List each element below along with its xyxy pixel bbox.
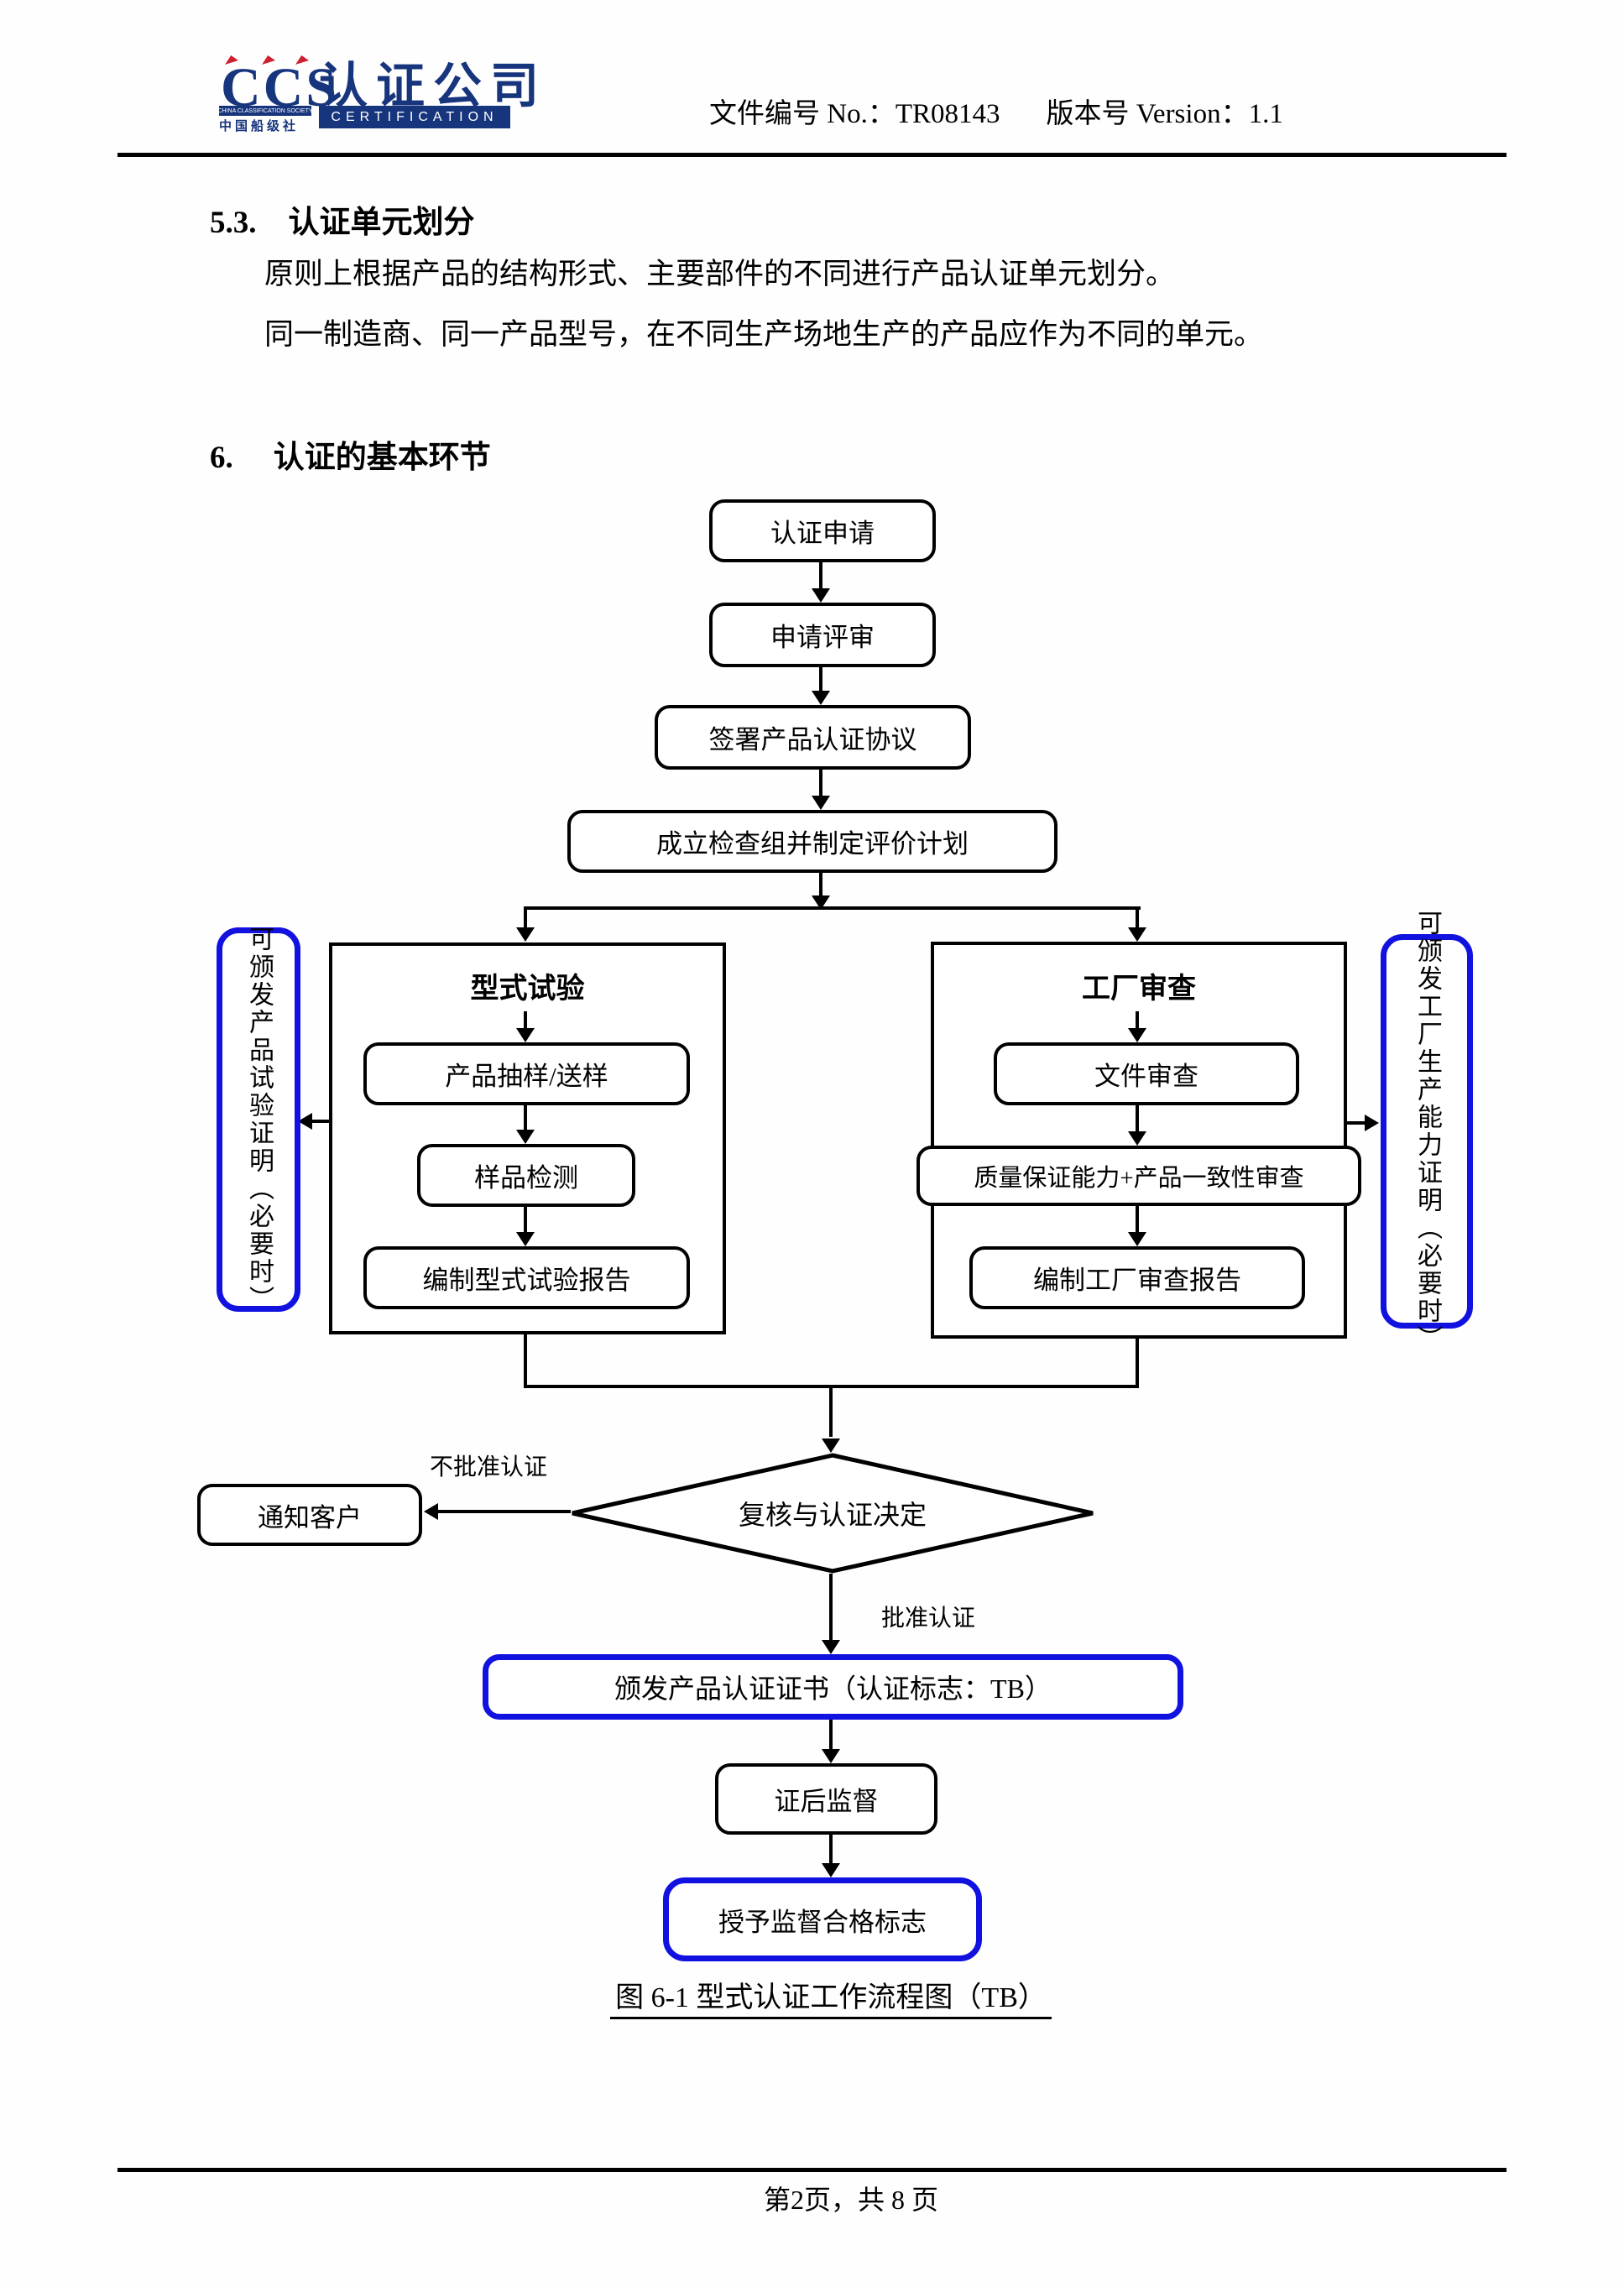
section-5-3-heading: 5.3. 认证单元划分: [210, 196, 475, 242]
flowchart-node-sampling: 产品抽样/送样: [363, 1042, 690, 1105]
connector-line: [524, 1105, 527, 1131]
connector-line: [819, 873, 822, 896]
connector-line: [312, 1120, 329, 1123]
connector-line: [829, 1835, 833, 1865]
logo-company-cn: 认证公司: [319, 59, 548, 113]
connector-line: [1347, 1121, 1366, 1125]
arrow-down-icon: [516, 1232, 535, 1246]
flowchart-node-setup-team: 成立检查组并制定评价计划: [567, 810, 1057, 873]
flowchart-node-sample-testing: 样品检测: [417, 1144, 635, 1207]
connector-line: [524, 906, 527, 928]
connector-line: [1136, 1105, 1139, 1133]
right-certificate-text: 可颁发工厂生产能力证明（必要时）: [1413, 910, 1441, 1353]
connector-line: [438, 1510, 571, 1513]
flowchart-node-factory-audit-report: 编制工厂审查报告: [969, 1246, 1305, 1309]
arrow-down-icon: [822, 1439, 840, 1453]
logo-society-en: CHINA CLASSIFICATION SOCIETY: [219, 106, 311, 116]
connector-line: [829, 1720, 833, 1751]
flowchart-node-application-review: 申请评审: [709, 603, 936, 667]
section-6-number: 6.: [210, 441, 233, 475]
flowchart-node-post-cert-supervision: 证后监督: [715, 1763, 937, 1835]
arrow-down-icon: [812, 588, 830, 603]
arrow-down-icon: [516, 1130, 535, 1144]
arrow-down-icon: [1128, 927, 1146, 942]
connector-line: [819, 770, 822, 797]
flowchart-node-right-certificate: 可颁发工厂生产能力证明（必要时）: [1381, 910, 1473, 1353]
arrow-down-icon: [822, 1640, 840, 1654]
paragraph: 同一制造商、同一产品型号，在不同生产场地生产的产品应作为不同的单元。: [264, 318, 1264, 351]
label-approved: 批准认证: [881, 1606, 976, 1632]
connector-line: [524, 1011, 527, 1031]
section-6-title: 认证的基本环节: [273, 441, 491, 475]
flowchart-title-factory-audit: 工厂审查: [1082, 974, 1196, 1005]
flowchart-node-qa-consistency-audit: 质量保证能力+产品一致性审查: [916, 1146, 1361, 1206]
connector-line: [1136, 906, 1139, 928]
logo-red-flag-icon: [295, 55, 309, 65]
arrow-left-icon: [298, 1113, 312, 1130]
page-number: 第2页，共 8 页: [763, 2185, 938, 2215]
flowchart-node-apply: 认证申请: [709, 499, 936, 562]
doc-number: 文件编号 No.：TR08143: [709, 99, 1000, 129]
left-certificate-text: 可颁发产品试验证明（必要时）: [245, 926, 273, 1313]
arrow-down-icon: [812, 895, 830, 910]
connector-line: [1136, 1339, 1139, 1388]
connector-line: [819, 667, 822, 692]
flowchart-node-type-test-report: 编制型式试验报告: [363, 1246, 690, 1309]
paragraph: 原则上根据产品的结构形式、主要部件的不同进行产品认证单元划分。: [264, 258, 1176, 290]
label-not-approved: 不批准认证: [430, 1454, 548, 1480]
section-5-3-title: 认证单元划分: [288, 206, 475, 240]
section-6-heading: 6. 认证的基本环节: [210, 431, 491, 477]
flowchart-node-sign-agreement: 签署产品认证协议: [655, 705, 971, 770]
header-meta: 文件编号 No.：TR08143 版本号 Version：1.1: [709, 91, 1329, 131]
arrow-down-icon: [812, 796, 830, 810]
header-rule: [117, 153, 1507, 157]
logo-red-flag-icon: [262, 55, 275, 65]
logo-certification-en: CERTIFICATION: [319, 106, 510, 128]
arrow-down-icon: [1128, 1232, 1146, 1246]
arrow-down-icon: [822, 1749, 840, 1763]
arrow-down-icon: [516, 1028, 535, 1042]
flowchart-node-notify-customer: 通知客户: [197, 1484, 422, 1546]
flowchart-node-grant-supervision-mark: 授予监督合格标志: [663, 1877, 982, 1961]
arrow-left-icon: [424, 1503, 438, 1520]
figure-caption: 图 6-1 型式认证工作流程图（TB）: [491, 1974, 1171, 2019]
connector-line: [1136, 1011, 1139, 1031]
decision-diamond-shape: [572, 1453, 1094, 1574]
arrow-down-icon: [822, 1863, 840, 1877]
connector-line: [829, 1574, 833, 1640]
connector-line: [819, 562, 822, 590]
doc-version: 版本号 Version：1.1: [1046, 99, 1283, 129]
flowchart-node-left-certificate: 可颁发产品试验证明（必要时）: [217, 926, 300, 1313]
arrow-right-icon: [1365, 1115, 1379, 1131]
connector-line: [829, 1385, 833, 1437]
arrow-down-icon: [1128, 1028, 1146, 1042]
connector-line: [1136, 1206, 1139, 1234]
arrow-down-icon: [516, 927, 535, 942]
arrow-down-icon: [812, 691, 830, 705]
ccs-logo: CCS CHINA CLASSIFICATION SOCIETY 中国船级社 认…: [117, 49, 539, 149]
logo-society-cn: 中国船级社: [219, 120, 300, 133]
flowchart-node-document-review: 文件审查: [994, 1042, 1299, 1105]
flowchart-node-decision: 复核与认证决定: [738, 1500, 927, 1530]
flowchart-node-issue-certificate: 颁发产品认证证书（认证标志：TB）: [483, 1654, 1183, 1720]
connector-line: [524, 1207, 527, 1234]
flowchart-title-type-test: 型式试验: [470, 974, 585, 1005]
connector-line: [524, 906, 1141, 910]
arrow-down-icon: [1128, 1131, 1146, 1146]
connector-line: [524, 1334, 527, 1388]
logo-red-flag-icon: [225, 55, 238, 65]
section-5-3-number: 5.3.: [210, 206, 257, 240]
footer-rule: [117, 2168, 1507, 2172]
